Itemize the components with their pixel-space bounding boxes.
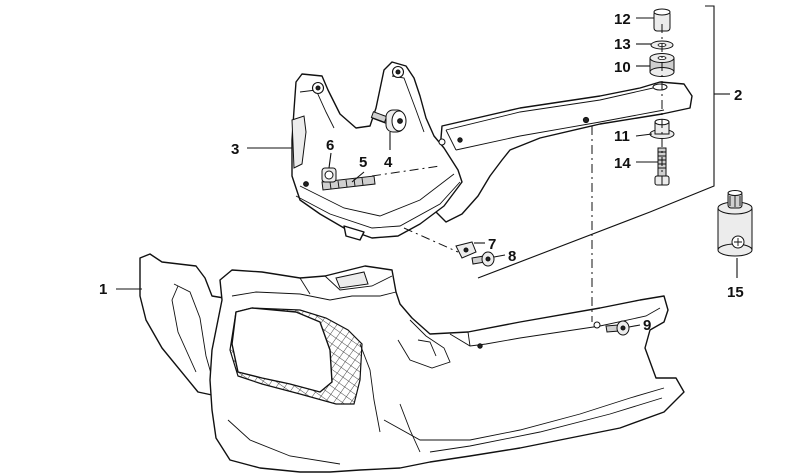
rubber-grommet-10 [649, 53, 675, 77]
carrier-bracket [291, 61, 693, 241]
callout-2: 2 [734, 87, 742, 104]
callout-12: 12 [614, 11, 631, 28]
callout-9: 9 [643, 317, 651, 334]
callout-4: 4 [384, 154, 393, 171]
callout-11: 11 [614, 128, 630, 145]
callout-6: 6 [326, 137, 334, 154]
callout-15: 15 [727, 284, 744, 301]
damper-15 [717, 190, 753, 257]
clip-nut-7 [455, 241, 477, 259]
callout-13: 13 [614, 36, 631, 53]
nut-6 [321, 167, 337, 183]
callout-8: 8 [508, 248, 516, 265]
callout-3: 3 [231, 141, 239, 158]
spacer-sleeve-12 [653, 8, 671, 32]
screw-9 [605, 320, 630, 336]
callout-5: 5 [359, 154, 367, 171]
alignment-lines [371, 24, 663, 322]
leader-lines [116, 5, 738, 328]
callout-14: 14 [614, 155, 631, 172]
lower-fairing [139, 253, 685, 473]
callout-labels: 1 2 3 4 5 6 7 8 9 10 11 12 13 14 15 [99, 11, 744, 334]
callout-10: 10 [614, 59, 631, 76]
screw-8 [471, 251, 495, 267]
callout-1: 1 [99, 281, 107, 298]
rubber-mount-4 [370, 109, 407, 133]
callout-7: 7 [488, 236, 496, 253]
